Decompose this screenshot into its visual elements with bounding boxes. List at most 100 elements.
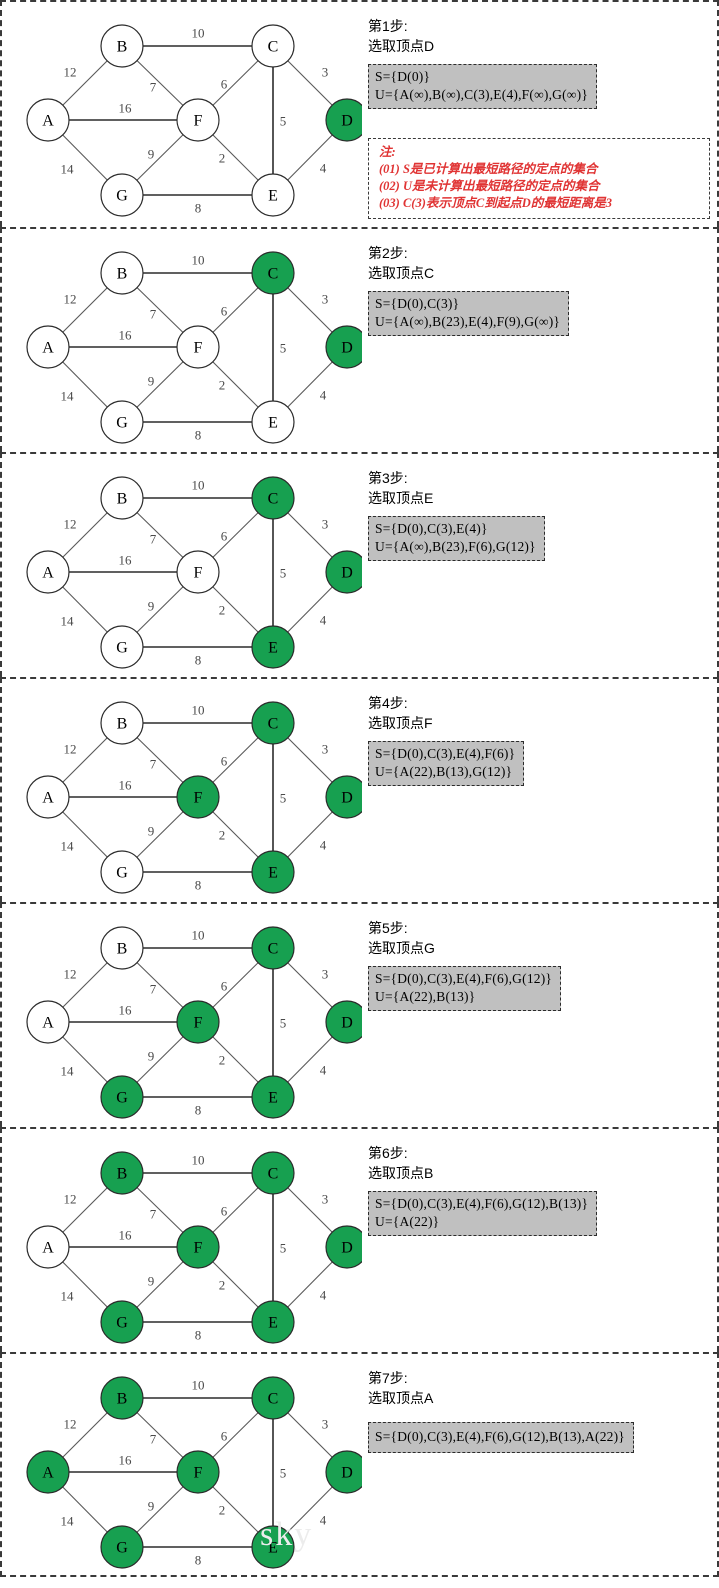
edge-B-F — [136, 512, 184, 558]
node-E-pending — [251, 400, 295, 444]
edge-weight-B-F: 7 — [150, 757, 157, 772]
node-label-D: D — [341, 565, 353, 582]
edge-C-D — [287, 512, 333, 558]
edge-weight-C-E: 5 — [280, 566, 287, 581]
step-info-2: 第2步:选取顶点C S={D(0),C(3)} U={A(∞),B(23),E(4)… — [368, 229, 713, 452]
node-label-B: B — [117, 716, 128, 733]
edge-weight-D-E: 4 — [320, 838, 327, 853]
edge-A-B — [62, 60, 108, 106]
edge-weight-B-C: 10 — [192, 1153, 205, 1168]
node-label-B: B — [117, 266, 128, 283]
edge-weight-A-F: 16 — [119, 1453, 133, 1468]
step-info-4: 第4步:选取顶点F S={D(0),C(3),E(4),F(6)}U={A(22)… — [368, 679, 713, 902]
node-label-B: B — [117, 1166, 128, 1183]
edge-A-G — [62, 1486, 108, 1533]
edge-weight-F-G: 9 — [148, 374, 155, 389]
edge-weight-F-E: 2 — [219, 828, 226, 843]
step-number-label: 第7步: — [368, 1370, 408, 1386]
edge-weight-C-F: 6 — [221, 1429, 228, 1444]
node-label-E: E — [268, 415, 278, 432]
node-C-done — [251, 926, 295, 970]
node-label-A: A — [42, 113, 54, 130]
edge-weight-A-B: 12 — [64, 1192, 77, 1207]
edge-F-E — [212, 586, 259, 633]
node-F-pending — [176, 98, 220, 142]
node-label-F: F — [194, 565, 203, 582]
edge-C-F — [212, 1412, 259, 1458]
edge-C-D — [287, 287, 333, 333]
node-label-E: E — [268, 188, 278, 205]
node-E-done — [251, 850, 295, 894]
node-C-done — [251, 476, 295, 520]
set-U-line: U={A(∞),B(23),F(6),G(12)} — [375, 539, 536, 554]
node-B-pending — [100, 476, 144, 520]
edge-A-G — [62, 1261, 108, 1308]
edge-F-G — [136, 1036, 184, 1083]
edge-weight-B-C: 10 — [192, 928, 205, 943]
step-title-4: 第4步:选取顶点F — [368, 693, 433, 733]
edge-weight-A-F: 16 — [119, 101, 133, 116]
step-title-6: 第6步:选取顶点B — [368, 1143, 433, 1183]
set-S-line: S={D(0),C(3),E(4),F(6),G(12)} — [375, 971, 553, 986]
set-state-box-1: S={D(0)}U={A(∞),B(∞),C(3),E(4),F(∞),G(∞)… — [368, 64, 598, 109]
node-A-pending — [26, 325, 70, 369]
edge-C-D — [287, 60, 333, 106]
edge-weight-D-E: 4 — [320, 613, 327, 628]
edge-D-E — [287, 361, 333, 408]
edge-weight-B-C: 10 — [192, 1378, 205, 1393]
edge-F-G — [136, 1486, 184, 1533]
edge-weight-A-G: 14 — [61, 614, 75, 629]
edge-weight-A-F: 16 — [119, 328, 133, 343]
node-C-done — [251, 251, 295, 295]
edge-weight-C-D: 3 — [322, 65, 329, 80]
set-S-line: S={D(0),C(3),E(4),F(6),G(12),B(13)} — [375, 1196, 589, 1211]
edge-D-E — [287, 811, 333, 858]
node-label-C: C — [268, 39, 279, 56]
edge-weight-F-E: 2 — [219, 1503, 226, 1518]
node-F-done — [176, 1225, 220, 1269]
node-F-pending — [176, 550, 220, 594]
node-label-E: E — [268, 1315, 278, 1332]
set-S-line: S={D(0),C(3)} — [375, 296, 460, 311]
node-label-D: D — [341, 1240, 353, 1257]
node-A-pending — [26, 1225, 70, 1269]
node-label-F: F — [194, 1240, 203, 1257]
set-S-line: S={D(0)} — [375, 69, 431, 84]
edge-weight-A-F: 16 — [119, 778, 133, 793]
edge-weight-A-F: 16 — [119, 553, 133, 568]
node-label-C: C — [268, 491, 279, 508]
node-label-C: C — [268, 716, 279, 733]
edge-weight-C-E: 5 — [280, 114, 287, 129]
node-label-G: G — [116, 188, 128, 205]
legend-note-line-3: (03) C(3)表示顶点C到起点D的最短距离是3 — [379, 196, 612, 210]
set-U-line: U={A(22),B(13)} — [375, 989, 476, 1004]
edge-F-G — [136, 361, 184, 408]
node-F-done — [176, 1450, 220, 1494]
node-B-done — [100, 1151, 144, 1195]
set-state-box-4: S={D(0),C(3),E(4),F(6)}U={A(22),B(13),G(… — [368, 741, 525, 786]
step-title-2: 第2步:选取顶点C — [368, 243, 434, 283]
edge-weight-C-F: 6 — [221, 754, 228, 769]
node-E-done — [251, 1075, 295, 1119]
edge-weight-A-G: 14 — [61, 1064, 75, 1079]
edge-A-G — [62, 134, 108, 181]
edge-C-D — [287, 1412, 333, 1458]
node-D-done — [325, 1225, 362, 1269]
node-D-done — [325, 325, 362, 369]
legend-note-heading: 注: — [379, 145, 396, 159]
edge-weight-B-F: 7 — [150, 307, 157, 322]
node-label-A: A — [42, 1015, 54, 1032]
set-U-line: U={A(∞),B(23),E(4),F(9),G(∞)} — [375, 314, 561, 329]
node-label-G: G — [116, 865, 128, 882]
edge-weight-B-F: 7 — [150, 80, 157, 95]
node-C-done — [251, 701, 295, 745]
edge-weight-A-G: 14 — [61, 1289, 75, 1304]
node-label-D: D — [341, 1015, 353, 1032]
edge-D-E — [287, 134, 333, 181]
